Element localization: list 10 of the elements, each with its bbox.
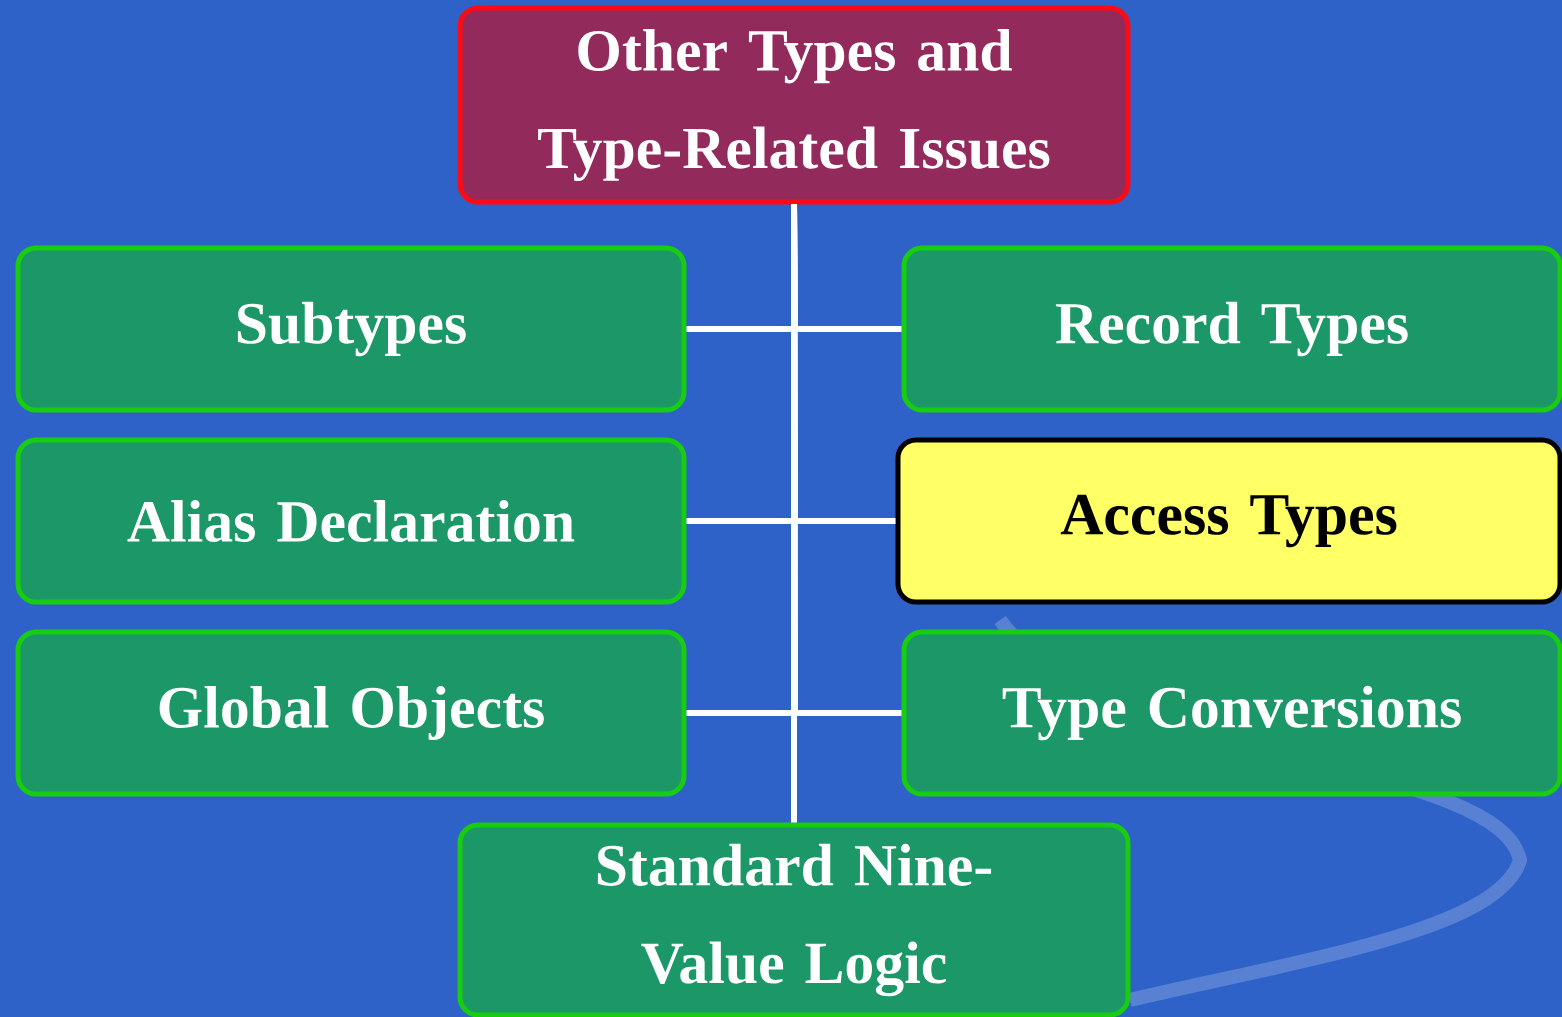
topic-box: Record Types [901, 245, 1562, 413]
topic-box: Access Types [895, 437, 1562, 605]
topic-box: Subtypes [15, 245, 687, 413]
connector-line [791, 204, 797, 823]
topic-box: Alias Declaration [15, 437, 687, 605]
topic-box: Standard Nine-Value Logic [457, 822, 1131, 1017]
connector-line [791, 204, 896, 524]
topic-box: Type Conversions [901, 629, 1562, 797]
title-box: Other Types and Type-Related Issues [457, 5, 1131, 205]
topic-box: Global Objects [15, 629, 687, 797]
